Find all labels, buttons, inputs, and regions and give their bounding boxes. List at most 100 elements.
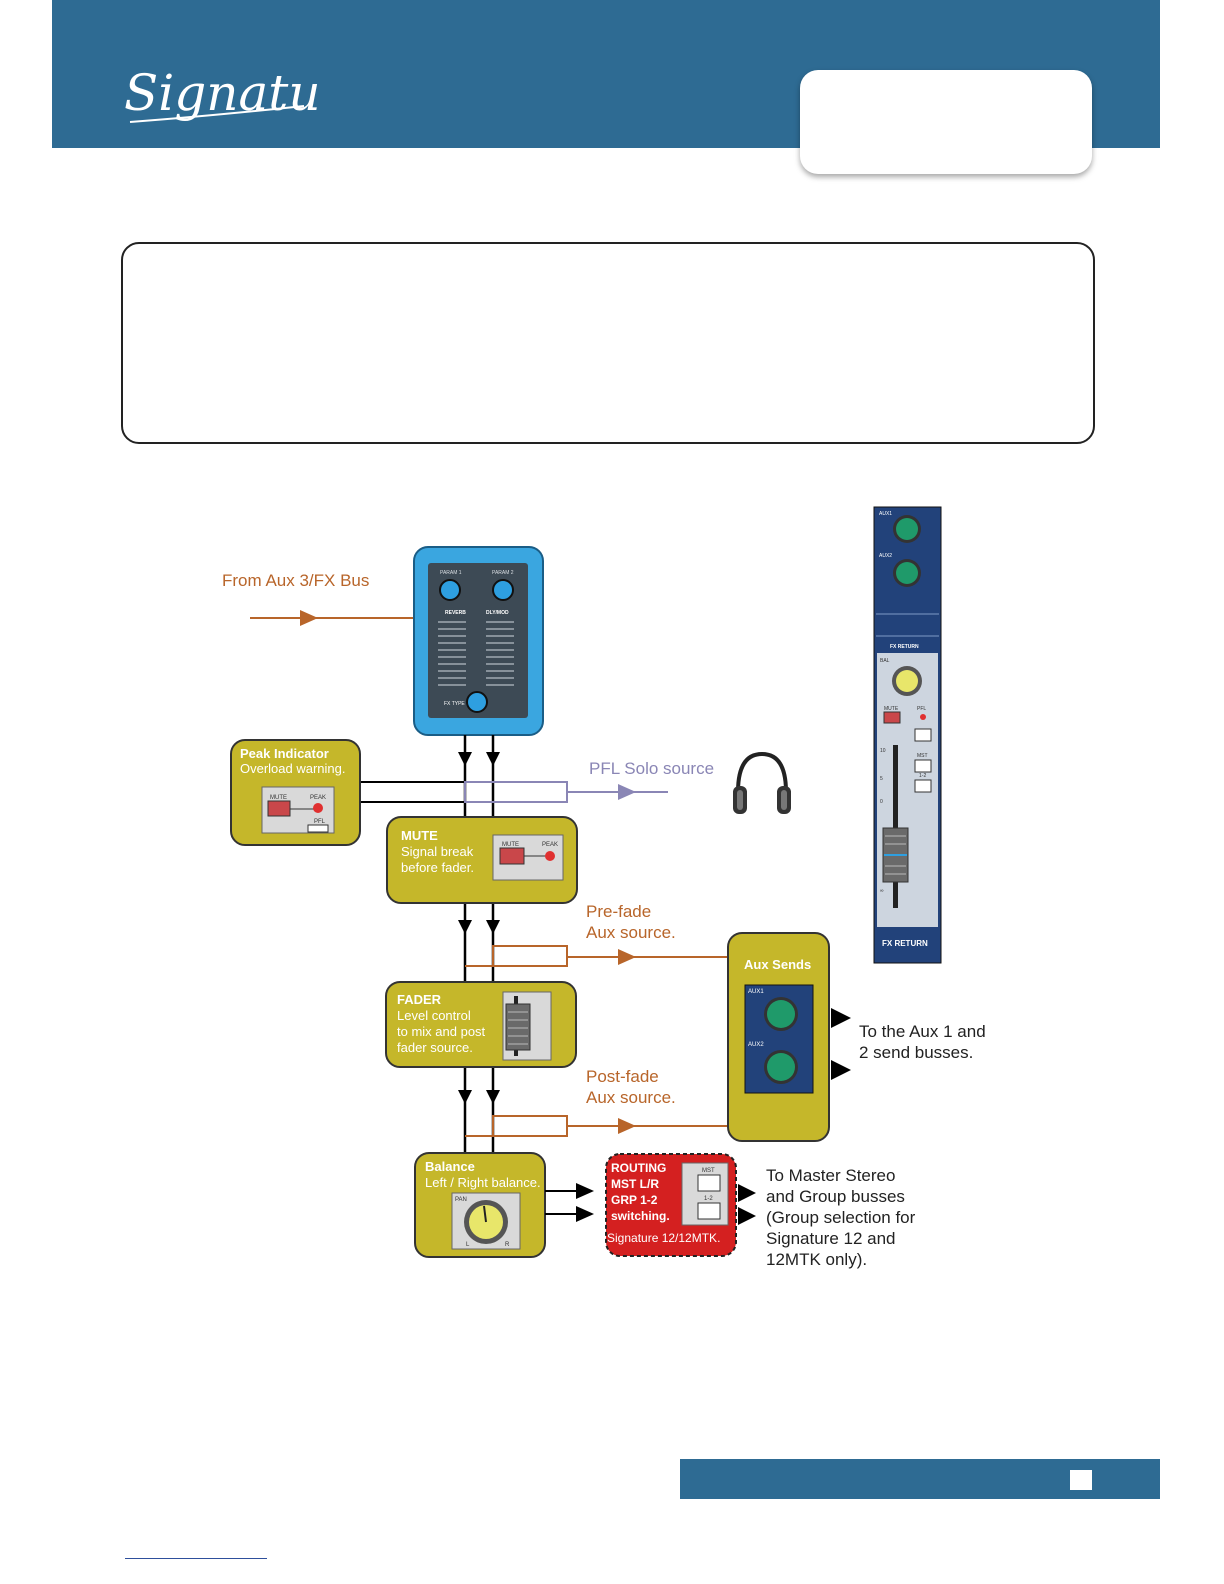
fader-box-line1: Level control — [397, 1008, 471, 1023]
peak-box-pfl-button — [307, 824, 329, 833]
mute-box: MUTE Signal break before fader. MUTE PEA… — [386, 816, 578, 904]
balance-box-pan-text: PAN — [455, 1197, 467, 1203]
balance-box-l-text: L — [466, 1242, 470, 1248]
mute-box-mute-button — [499, 847, 525, 865]
fx-type-knob — [466, 691, 488, 713]
balance-box-r-text: R — [505, 1242, 510, 1248]
mute-box-mute-text: MUTE — [502, 842, 519, 848]
fx-param2-knob — [492, 579, 514, 601]
routing-line2: MST L/R — [611, 1177, 659, 1191]
postfade-line2: Aux source. — [586, 1088, 676, 1107]
postfade-tap — [465, 1115, 728, 1137]
main-signal-lines — [463, 735, 495, 1153]
strip-mst-button — [914, 759, 932, 773]
routing-footer: Signature 12/12MTK. — [607, 1231, 720, 1245]
fader-box-cap — [505, 1003, 531, 1051]
fader-box-title: FADER — [397, 992, 442, 1007]
strip-pfl-button — [914, 728, 932, 742]
aux-dest-line2: 2 send busses. — [859, 1043, 973, 1062]
routing-mst-text: MST — [702, 1168, 715, 1174]
strip-scale-5: 5 — [880, 776, 883, 782]
peak-box-mute-text: MUTE — [270, 795, 287, 801]
peak-indicator-box: Peak Indicator Overload warning. MUTE PE… — [230, 739, 361, 846]
pfl-label: PFL Solo source — [589, 759, 714, 778]
strip-aux1-knob — [896, 518, 918, 540]
routing-line1: ROUTING — [611, 1161, 666, 1175]
peak-box-peak-text: PEAK — [310, 795, 326, 801]
routing-line3: GRP 1-2 — [611, 1193, 658, 1207]
aux-box-aux1-text: AUX1 — [748, 989, 764, 995]
master-dest-line5: 12MTK only). — [766, 1250, 867, 1269]
strip-scale-0: 0 — [880, 799, 883, 805]
fx-col1-title: REVERB — [445, 610, 466, 616]
strip-bal-text: BAL — [880, 658, 890, 664]
strip-fader-track — [893, 745, 898, 908]
peak-box-title: Peak Indicator — [240, 746, 329, 761]
mute-box-title: MUTE — [401, 828, 438, 843]
master-dest-line4: Signature 12 and — [766, 1229, 896, 1248]
strip-fx-return-top: FX RETURN — [890, 644, 919, 650]
fx-return-strip: AUX1 AUX2 FX RETURN BAL MUTE PFL MST 1-2… — [873, 506, 942, 964]
strip-peak-led — [920, 714, 926, 720]
fx-param1-knob — [439, 579, 461, 601]
strip-fx-return-bottom: FX RETURN — [882, 939, 928, 948]
strip-scale-10: 10 — [880, 748, 886, 754]
balance-out-lines — [545, 1183, 594, 1222]
header-tab — [800, 70, 1092, 174]
fader-box-line3: fader source. — [397, 1040, 473, 1055]
prefade-line1: Pre-fade — [586, 902, 651, 921]
strip-bal-knob — [896, 670, 918, 692]
strip-aux1-text: AUX1 — [879, 511, 892, 517]
master-dest-line3: (Group selection for — [766, 1208, 916, 1227]
logo-text: Signature — [124, 64, 320, 122]
fader-box-line2: to mix and post — [397, 1024, 486, 1039]
fx-unit: PARAM 1 PARAM 2 REVERB DLY/MOD FX TYPE — [413, 546, 544, 736]
routing-grp-text: 1-2 — [704, 1196, 713, 1202]
routing-box: ROUTING MST L/R GRP 1-2 switching. MST 1… — [605, 1153, 737, 1257]
strip-mute-text: MUTE — [884, 706, 899, 712]
pfl-tap — [464, 781, 668, 803]
strip-grp-text: 1-2 — [919, 773, 926, 779]
prefade-line2: Aux source. — [586, 923, 676, 942]
routing-mst-button — [697, 1174, 721, 1192]
peak-box-pfl-text: PFL — [314, 819, 326, 825]
master-dest-line1: To Master Stereo — [766, 1166, 895, 1185]
strip-grp-button — [914, 779, 932, 793]
fx-param2-label: PARAM 2 — [492, 570, 514, 576]
routing-grp-button — [697, 1202, 721, 1220]
aux-box-aux1-knob — [767, 1000, 795, 1028]
strip-scale-inf: ∞ — [880, 888, 884, 894]
mute-box-peak-text: PEAK — [542, 842, 558, 848]
fx-col2-title: DLY/MOD — [486, 610, 509, 616]
balance-box: Balance Left / Right balance. PAN L R — [414, 1152, 546, 1258]
routing-line4: switching. — [611, 1209, 670, 1223]
fx-param1-label: PARAM 1 — [440, 570, 462, 576]
strip-mute-button — [883, 711, 901, 724]
peak-taps — [360, 781, 493, 803]
fader-box: FADER Level control to mix and post fade… — [385, 981, 577, 1068]
mute-box-led — [545, 851, 555, 861]
master-dest-line2: and Group busses — [766, 1187, 905, 1206]
input-label: From Aux 3/FX Bus — [222, 571, 369, 590]
aux-sends-box: Aux Sends AUX1 AUX2 — [727, 932, 830, 1142]
down-arrows — [458, 752, 500, 1104]
strip-pfl-text: PFL — [917, 706, 926, 712]
mute-box-line1: Signal break — [401, 844, 474, 859]
aux-box-title: Aux Sends — [744, 957, 811, 972]
strip-aux2-knob — [896, 562, 918, 584]
info-box — [121, 242, 1095, 444]
routing-out-arrows — [738, 1184, 756, 1225]
postfade-line1: Post-fade — [586, 1067, 659, 1086]
prefade-tap — [465, 945, 728, 967]
footer-rule — [125, 1558, 267, 1559]
peak-box-led — [313, 803, 323, 813]
balance-box-desc: Left / Right balance. — [425, 1175, 541, 1190]
aux-out-arrows — [831, 1008, 851, 1080]
peak-box-desc: Overload warning. — [240, 761, 346, 776]
aux-box-aux2-text: AUX2 — [748, 1042, 764, 1048]
strip-aux2-text: AUX2 — [879, 553, 892, 559]
strip-mst-text: MST — [917, 753, 928, 759]
mute-box-line2: before fader. — [401, 860, 474, 875]
aux-dest-line1: To the Aux 1 and — [859, 1022, 986, 1041]
